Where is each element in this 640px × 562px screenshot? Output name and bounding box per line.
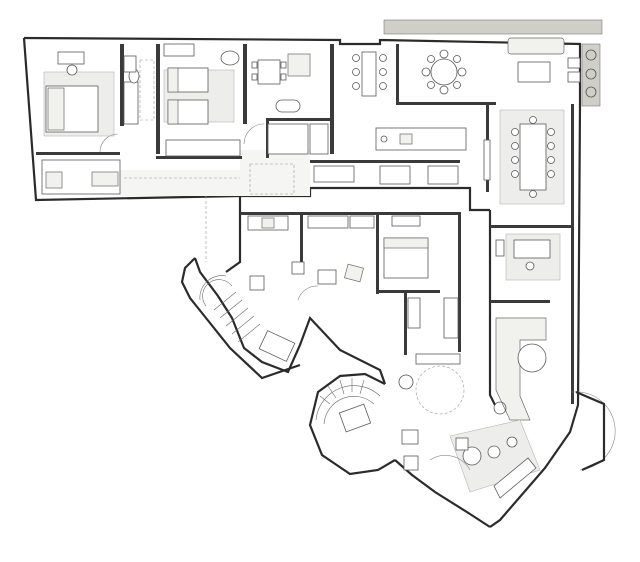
small-dining	[251, 53, 329, 155]
master-bathroom	[123, 55, 155, 125]
lounge	[401, 419, 541, 499]
dining-table	[361, 51, 377, 97]
corner-sofa	[495, 317, 547, 421]
outdoor-sofa	[507, 37, 565, 55]
living-room	[493, 317, 616, 472]
long-dining-table	[519, 123, 547, 191]
kitchen	[313, 127, 491, 185]
planter	[383, 19, 603, 35]
lounge-sofa	[493, 457, 537, 499]
floor-areas	[120, 150, 310, 196]
desk	[513, 239, 551, 259]
kitchen-island	[375, 127, 467, 151]
bench	[91, 171, 119, 187]
office	[495, 233, 561, 281]
interior-walls	[36, 44, 574, 404]
formal-dining	[499, 109, 565, 205]
exterior-walls	[22, 36, 582, 528]
guest-rooms	[247, 215, 459, 339]
stair-round-bottom	[315, 378, 381, 433]
stair-round-left	[199, 275, 296, 362]
master-bedroom	[41, 51, 121, 195]
corridor	[124, 123, 295, 262]
circular-landing	[398, 353, 465, 415]
round-table	[430, 58, 458, 86]
dining-room	[352, 51, 387, 97]
terrace	[383, 19, 603, 107]
twin-bedroom	[163, 43, 241, 157]
